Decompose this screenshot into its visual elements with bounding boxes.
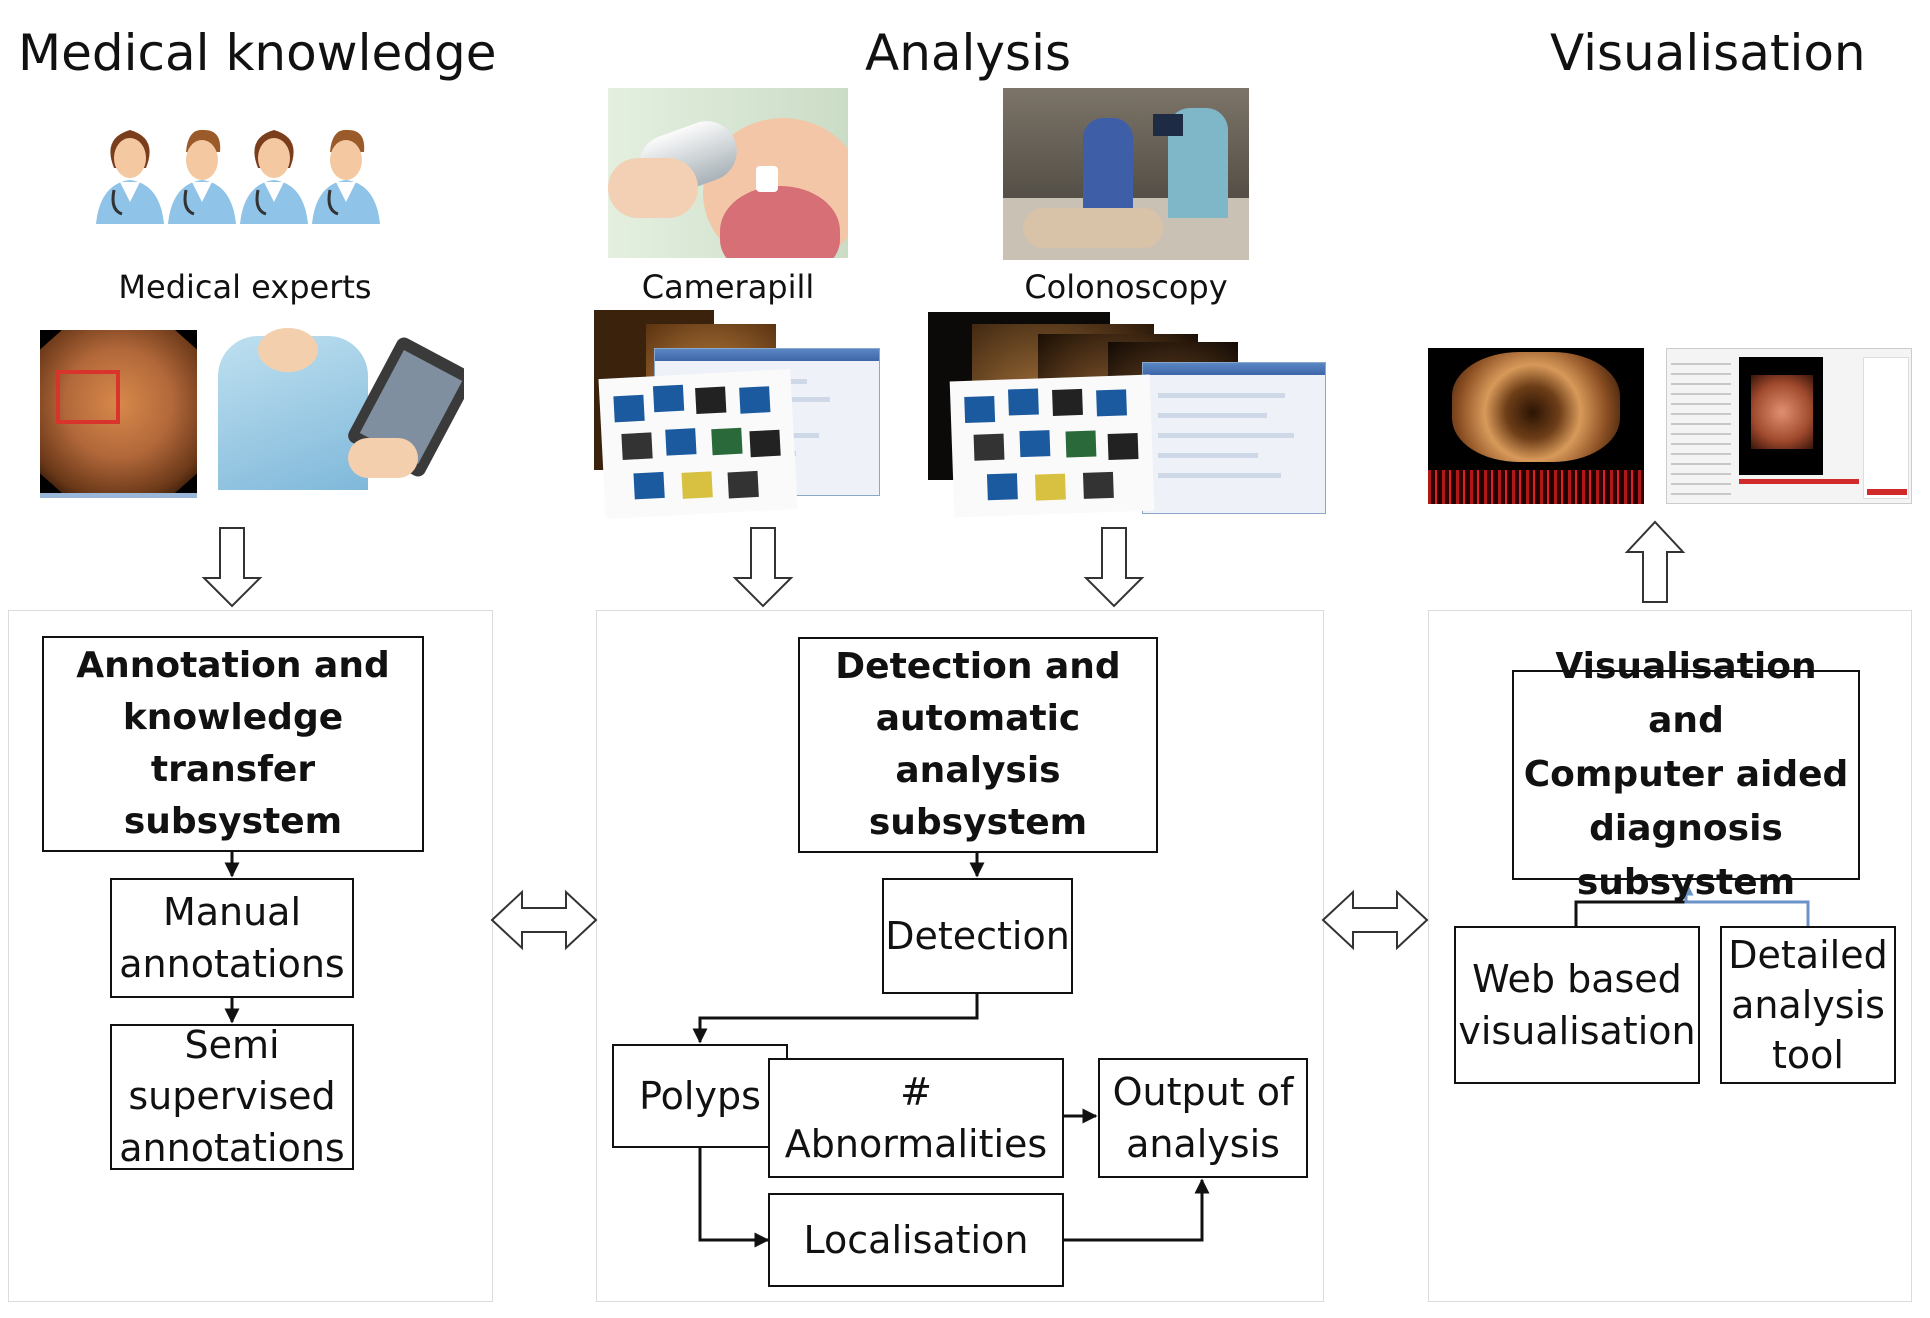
camerapill-collage: [594, 310, 880, 522]
annotated-endoscopy-image: [40, 330, 197, 498]
title-medical-knowledge: Medical knowledge: [18, 24, 497, 82]
title-analysis: Analysis: [865, 24, 1072, 82]
detection-subsystem-box: Detection and automatic analysis subsyst…: [798, 637, 1158, 853]
manual-annotations-box: Manual annotations: [110, 878, 354, 998]
detection-box: Detection: [882, 878, 1073, 994]
polyps-box: Polyps: [612, 1044, 788, 1148]
caption-camerapill: Camerapill: [641, 268, 815, 306]
endoscopy-video-frame: [1428, 348, 1644, 504]
nurse-with-tablet-photo: [218, 328, 464, 490]
medical-experts-avatars: [96, 129, 380, 224]
double-arrow-icon: [490, 889, 598, 951]
hollow-arrow-icon: [732, 527, 794, 608]
double-arrow-icon: [1321, 889, 1429, 951]
hollow-arrow-icon: [201, 527, 263, 608]
abnormalities-box: # Abnormalities: [768, 1058, 1064, 1178]
colonoscopy-collage: [928, 312, 1326, 522]
title-visualisation: Visualisation: [1550, 24, 1866, 82]
caption-colonoscopy: Colonoscopy: [1024, 268, 1228, 306]
panel-analysis: [596, 610, 1324, 1302]
camerapill-photo: [608, 88, 848, 258]
web-based-visualisation-box: Web based visualisation: [1454, 926, 1700, 1084]
panel-visualisation: [1428, 610, 1912, 1302]
output-of-analysis-box: Output of analysis: [1098, 1058, 1308, 1178]
annotation-subsystem-box: Annotation and knowledge transfer subsys…: [42, 636, 424, 852]
panel-medical-knowledge: [8, 610, 493, 1302]
hollow-arrow-icon: [1083, 527, 1145, 608]
doctor-avatar-icon: [240, 130, 308, 224]
doctor-avatar-icon: [96, 130, 164, 224]
localisation-box: Localisation: [768, 1193, 1064, 1287]
doctor-avatar-icon: [168, 129, 236, 224]
hollow-arrow-icon: [1624, 520, 1686, 603]
annotation-marker: [56, 370, 120, 424]
analysis-tool-screenshot: [1666, 348, 1912, 504]
detailed-analysis-tool-box: Detailed analysis tool: [1720, 926, 1896, 1084]
semi-supervised-annotations-box: Semi supervised annotations: [110, 1023, 354, 1170]
software-screenshot: [1142, 362, 1326, 514]
caption-medical-experts: Medical experts: [118, 268, 372, 306]
doctor-avatar-icon: [312, 129, 380, 224]
colonoscopy-photo: [1003, 88, 1249, 260]
visualisation-subsystem-box: Visualisation and Computer aided diagnos…: [1512, 646, 1860, 903]
